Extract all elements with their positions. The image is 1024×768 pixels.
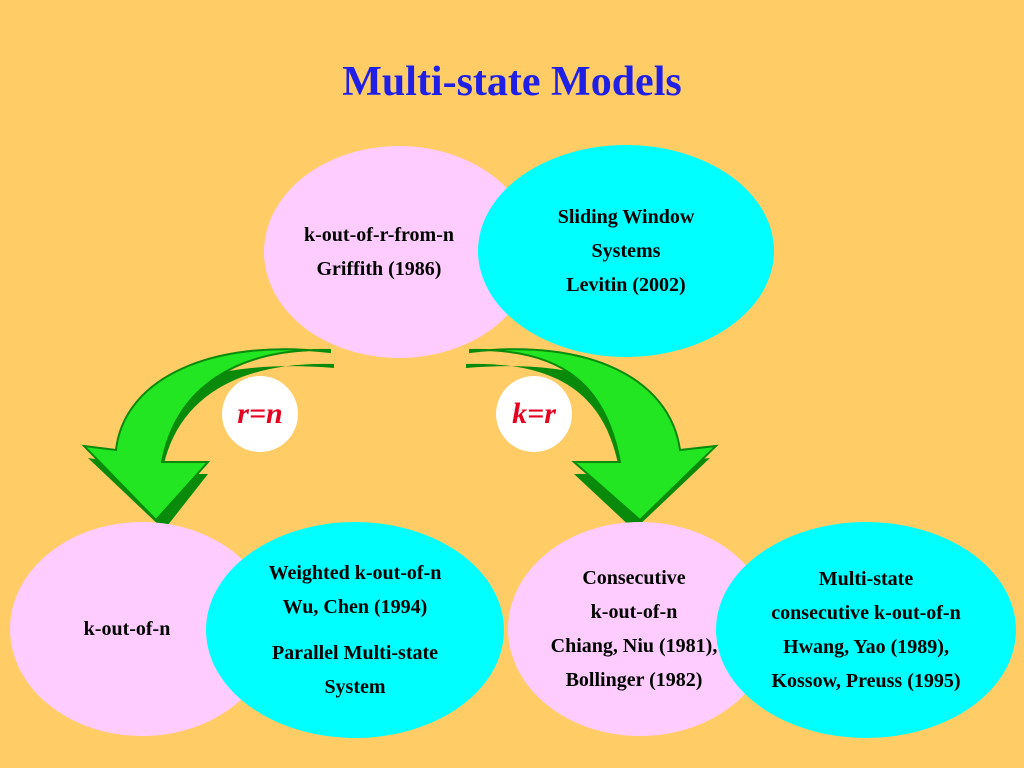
slide-title: Multi-state Models [342,59,682,105]
oval-line: Weighted k-out-of-n [268,562,442,584]
oval-line: Kossow, Preuss (1995) [771,670,961,692]
oval-line: Griffith (1986) [316,258,442,280]
oval-line: System [324,676,386,698]
condition-badge-right: k=r [496,376,572,452]
oval-line: Wu, Chen (1994) [282,596,428,618]
oval-sliding-window-systems: Sliding Window Systems Levitin (2002) [478,145,774,357]
oval-line: Chiang, Niu (1981), [550,635,718,657]
oval-line: Systems [591,240,661,262]
left-curved-arrow [81,348,331,522]
right-curved-arrow [469,348,719,522]
oval-weighted-k-out-of-n: Weighted k-out-of-n Wu, Chen (1994) Para… [206,522,504,738]
oval-line: consecutive k-out-of-n [771,602,961,624]
condition-badge-left: r=n [222,376,298,452]
oval-line: k-out-of-n [590,601,678,623]
oval-line: k-out-of-n [83,618,171,640]
oval-line: Multi-state [818,568,914,590]
oval-line: Sliding Window [557,206,695,228]
oval-line: Parallel Multi-state [271,642,439,664]
oval-line: k-out-of-r-from-n [304,224,454,246]
oval-line: Hwang, Yao (1989), [783,636,949,658]
oval-line: Bollinger (1982) [565,669,703,691]
oval-line: Levitin (2002) [566,274,686,296]
oval-multi-state-consecutive: Multi-state consecutive k-out-of-n Hwang… [716,522,1016,738]
oval-line: Consecutive [582,567,686,589]
